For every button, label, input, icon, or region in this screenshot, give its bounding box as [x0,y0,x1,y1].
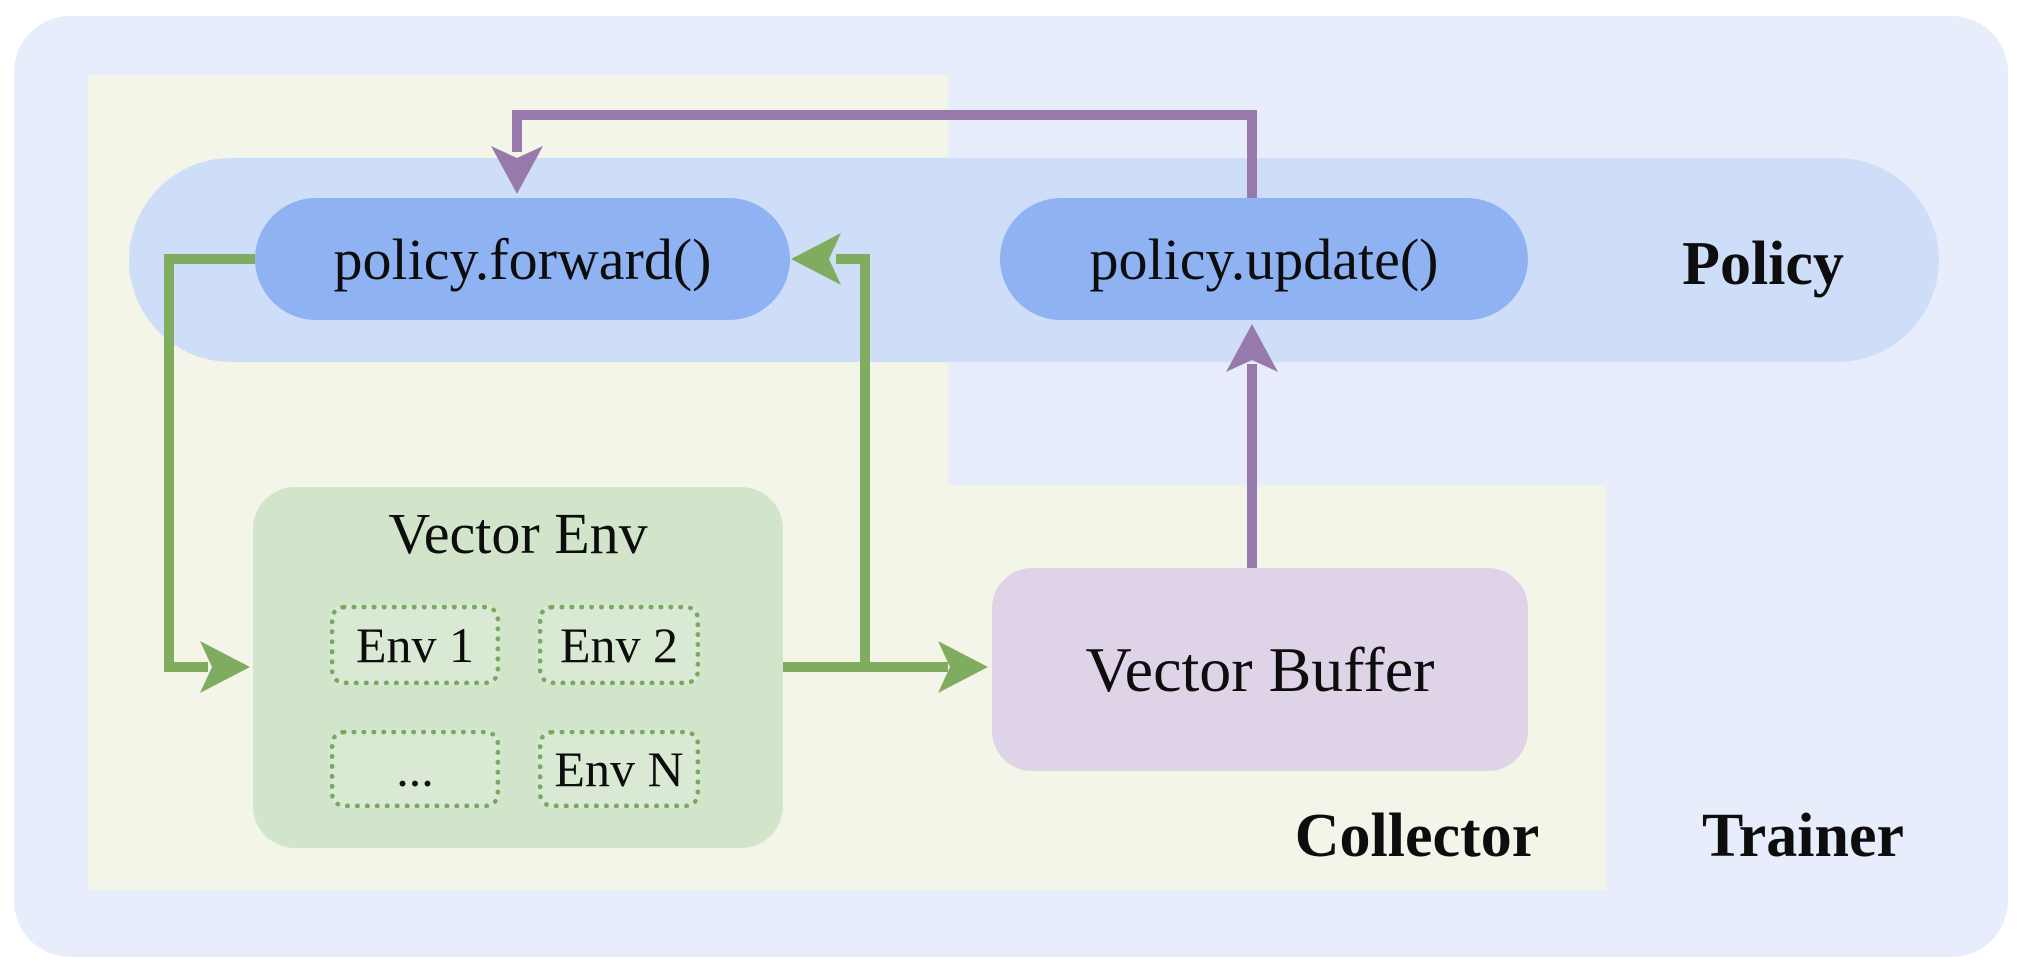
trainer-region-label: Trainer [1701,802,1905,870]
env-item-2: Env 2 [538,605,700,685]
env-item-n: Env N [538,730,700,808]
policy-update-pill: policy.update() [1000,198,1528,320]
policy-forward-pill: policy.forward() [255,198,790,320]
policy-forward-label: policy.forward() [333,226,712,292]
env-item-n-label: Env N [554,741,684,797]
vector-buffer-label: Vector Buffer [1085,633,1435,705]
env-item-2-label: Env 2 [559,617,679,673]
vector-env-title: Vector Env [388,501,648,566]
env-item-1-label: Env 1 [355,617,475,673]
policy-update-label: policy.update() [1089,226,1439,292]
env-item-ellipsis-label: ... [396,741,434,797]
vector-buffer-box: Vector Buffer [992,568,1528,771]
policy-region-label: Policy [1682,230,1844,298]
env-item-1: Env 1 [330,605,500,685]
env-item-ellipsis: ... [330,730,500,808]
collector-region-label: Collector [1294,802,1540,870]
vector-env-box [253,487,783,848]
